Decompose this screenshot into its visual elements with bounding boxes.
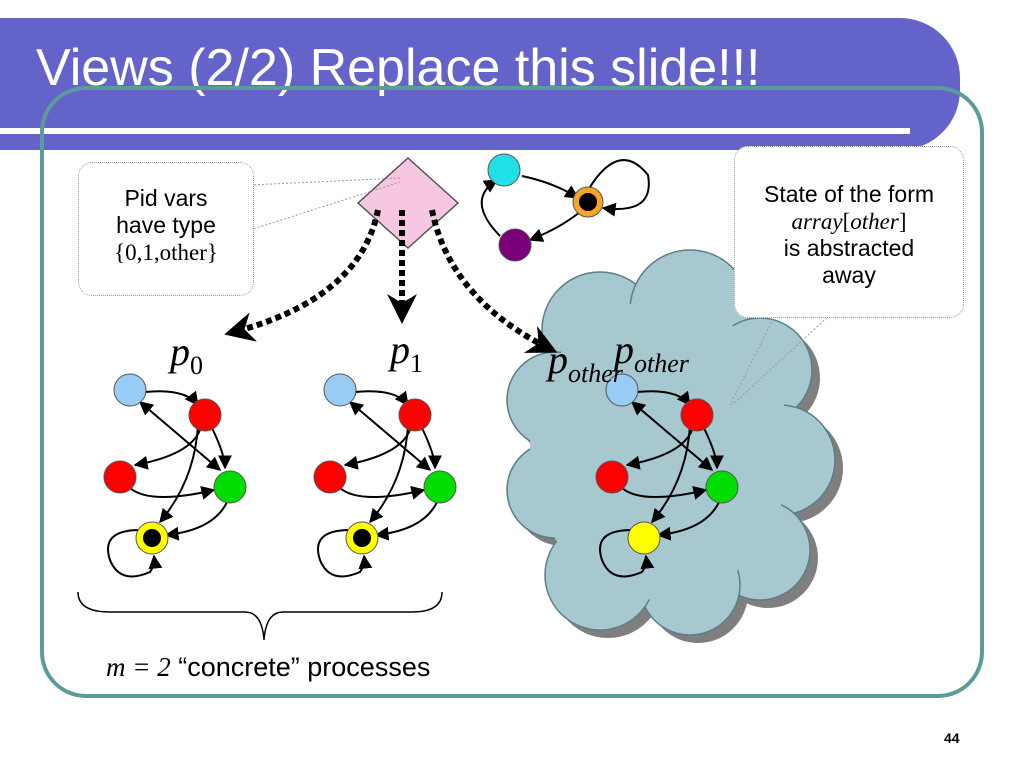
label-p0: p0 <box>170 328 203 381</box>
label-pother-b-base: p <box>614 327 634 372</box>
label-pother-b: pother <box>614 326 689 379</box>
slide-frame <box>40 86 984 698</box>
page-number: 44 <box>944 730 960 746</box>
state-form-callout: State of the form array[other] is abstra… <box>734 146 964 318</box>
state-callout-open: [ <box>842 209 851 234</box>
concrete-caption: m = 2 “concrete” processes <box>106 652 430 683</box>
label-pother-a-base: p <box>548 337 568 382</box>
label-pother-a: pother <box>548 336 623 389</box>
pid-vars-callout: Pid vars have type {0,1,other} <box>78 162 254 296</box>
label-pother-a-sub: other <box>568 359 623 388</box>
view-arrows <box>224 209 558 353</box>
title-underline <box>0 128 910 134</box>
label-p0-sub: 0 <box>190 351 203 380</box>
label-pother-b-sub: other <box>634 349 689 378</box>
state-callout-line3: is abstracted <box>783 235 915 261</box>
label-p1: p1 <box>390 326 423 379</box>
caption-math: m = 2 <box>106 652 171 682</box>
state-callout-line2: array[other] <box>735 208 963 235</box>
state-callout-line4: away <box>822 262 876 288</box>
process-graph-p1 <box>314 374 456 576</box>
global-state-graph <box>480 153 650 262</box>
label-p1-base: p <box>390 327 410 372</box>
state-callout-close: ] <box>898 209 907 234</box>
pid-callout-line3: {0,1,other} <box>114 240 218 265</box>
process-graph-p0 <box>103 373 247 578</box>
state-callout-pointer <box>729 314 831 406</box>
slide-title: Views (2/2) Replace this slide!!! <box>36 39 761 97</box>
caption-text: “concrete” processes <box>178 652 431 682</box>
state-callout-array: array <box>791 209 843 234</box>
label-p1-sub: 1 <box>410 349 423 378</box>
state-callout-line1: State of the form <box>763 181 935 207</box>
concrete-brace <box>77 591 443 641</box>
pid-callout-line1: Pid vars <box>124 185 208 211</box>
label-p0-base: p <box>170 329 190 374</box>
process-graph-pother <box>595 373 739 578</box>
pid-callout-pointer <box>249 177 401 231</box>
state-callout-other: other <box>850 209 899 234</box>
pid-callout-line2: have type <box>116 212 216 238</box>
